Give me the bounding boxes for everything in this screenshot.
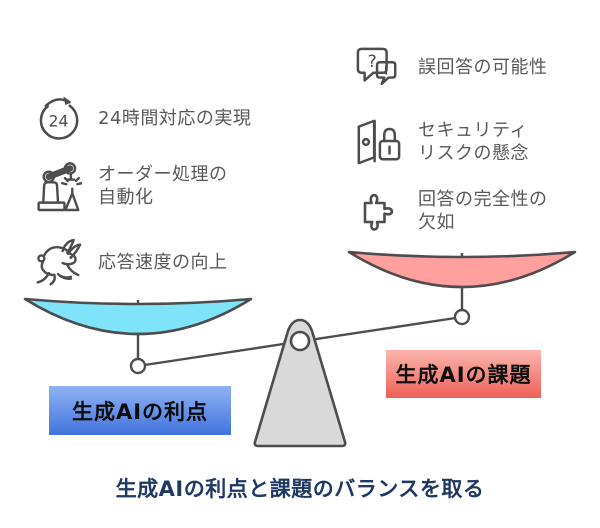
rabbit-icon [36,238,82,286]
challenge-item-completeness: 回答の完全性の 欠如 [354,187,548,235]
challenge-item-security: セキュリティ リスクの懸念 [354,116,529,168]
robot-arm-icon [37,162,82,212]
exclamation-glyph: ! [383,63,389,78]
fulcrum-hole [289,330,311,352]
benefit-item-speed: 応答速度の向上 [34,238,228,288]
benefits-label: 生成AIの利点 [49,386,231,435]
benefit-item-24h: 24 24時間対応の実現 [34,93,251,144]
24-glyph: 24 [48,111,68,130]
benefit-text-automation: オーダー処理の 自動化 [98,163,228,208]
right-pivot-joint [453,308,471,326]
challenge-text-security: セキュリティ リスクの懸念 [418,119,529,164]
question-glyph: ? [368,52,377,72]
benefits-pan [23,297,253,336]
door-lock-icon [357,119,401,165]
fulcrum [253,318,347,448]
diagram-title: 生成AIの利点と課題のバランスを取る [115,477,485,501]
benefit-text-24h: 24時間対応の実現 [98,107,252,129]
24-hours-icon: 24 [39,96,78,140]
challenges-pan [347,250,577,289]
challenge-item-wrong-answers: ? ! 誤回答の可能性 [354,46,548,90]
benefit-item-automation: オーダー処理の 自動化 [34,158,228,214]
challenge-text-completeness: 回答の完全性の 欠如 [418,188,548,233]
challenges-label: 生成AIの課題 [386,350,541,398]
puzzle-icon [363,193,394,231]
benefit-text-speed: 応答速度の向上 [98,252,228,274]
left-pivot-joint [129,357,147,375]
challenge-text-wrong-answers: 誤回答の可能性 [418,57,548,79]
chat-question-icon: ? ! [356,47,397,86]
